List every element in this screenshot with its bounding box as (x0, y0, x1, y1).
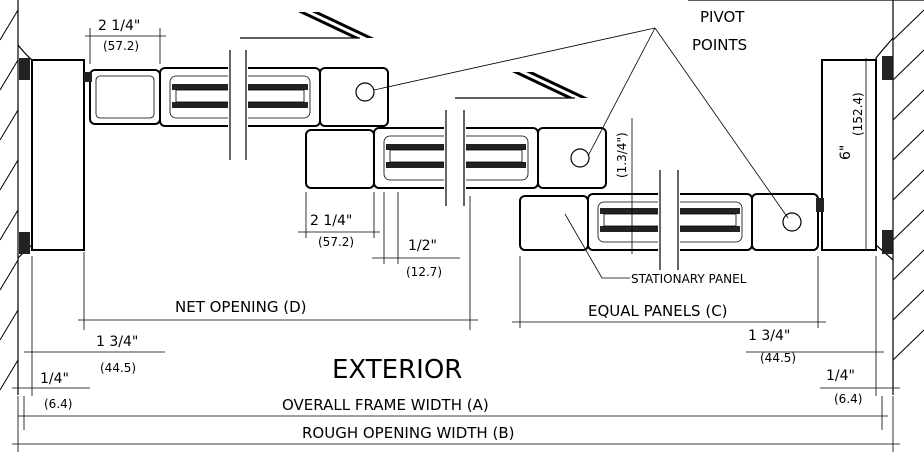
right-frame-jamb (821, 37, 894, 261)
right-wall (892, 0, 924, 395)
svg-text:(44.5): (44.5) (100, 361, 136, 375)
svg-text:2 1/4": 2 1/4" (310, 213, 352, 229)
middle-panel-assembly (305, 110, 607, 206)
svg-text:1/2": 1/2" (408, 238, 437, 254)
svg-text:EQUAL PANELS (C): EQUAL PANELS (C) (588, 302, 728, 320)
svg-text:1 3/4": 1 3/4" (748, 328, 790, 344)
dim-mid-left: 2 1/4" (57.2) (298, 192, 380, 249)
svg-text:(44.5): (44.5) (760, 351, 796, 365)
pivot-label-line-2: POINTS (692, 36, 747, 54)
dim-overall-frame-width: OVERALL FRAME WIDTH (A) (18, 396, 888, 430)
pivot-point-3 (782, 212, 802, 232)
svg-text:(6.4): (6.4) (834, 392, 862, 406)
pivot-point-1 (355, 82, 375, 102)
dim-half-inch: 1/2" (12.7) (372, 192, 460, 279)
svg-text:2 1/4": 2 1/4" (98, 18, 140, 34)
svg-text:1/4": 1/4" (826, 368, 855, 384)
svg-text:(57.2): (57.2) (318, 235, 354, 249)
left-frame-jamb (17, 44, 85, 259)
dim-left-quarter: 1/4" (6.4) (12, 371, 90, 411)
pivot-label-line-1: PIVOT (700, 8, 745, 26)
svg-text:1 3/4": 1 3/4" (96, 334, 138, 350)
dim-top-left: 2 1/4" (57.2) (85, 18, 166, 64)
swing-direction-arrow-top (240, 12, 374, 39)
svg-text:(12.7): (12.7) (406, 265, 442, 279)
svg-text:OVERALL FRAME WIDTH (A): OVERALL FRAME WIDTH (A) (282, 396, 489, 414)
exterior-label: EXTERIOR (332, 355, 462, 385)
dim-right-height: 6" (152.4) (838, 58, 867, 250)
pivot-points-callout: PIVOT POINTS (373, 0, 924, 219)
pivot-point-2 (570, 148, 590, 168)
stationary-panel-callout: STATIONARY PANEL (564, 213, 747, 286)
svg-text:(1.3/4"): (1.3/4") (615, 132, 629, 178)
svg-text:6": 6" (838, 145, 854, 160)
svg-text:1/4": 1/4" (40, 371, 69, 387)
svg-text:(6.4): (6.4) (44, 397, 72, 411)
dim-rough-opening-width: ROUGH OPENING WIDTH (B) (12, 396, 900, 452)
dim-net-opening: NET OPENING (D) (78, 196, 478, 330)
svg-text:(152.4): (152.4) (851, 92, 865, 136)
svg-text:(57.2): (57.2) (103, 39, 139, 53)
left-wall (0, 0, 19, 395)
stationary-panel-label: STATIONARY PANEL (631, 272, 747, 286)
dim-equal-panels: EQUAL PANELS (C) (512, 256, 826, 328)
svg-text:ROUGH OPENING WIDTH (B): ROUGH OPENING WIDTH (B) (302, 424, 514, 442)
svg-text:NET OPENING (D): NET OPENING (D) (175, 298, 306, 316)
dim-right-quarter: 1/4" (6.4) (820, 368, 900, 406)
top-panel-assembly (84, 50, 389, 160)
dim-right-side: 1 3/4" (44.5) (746, 256, 884, 396)
bottom-panel-assembly (519, 170, 824, 270)
dim-left-side: 1 3/4" (44.5) (24, 256, 165, 396)
swing-direction-arrow-middle (455, 72, 588, 99)
dim-panel-depth: (1.3/4") (615, 118, 633, 254)
